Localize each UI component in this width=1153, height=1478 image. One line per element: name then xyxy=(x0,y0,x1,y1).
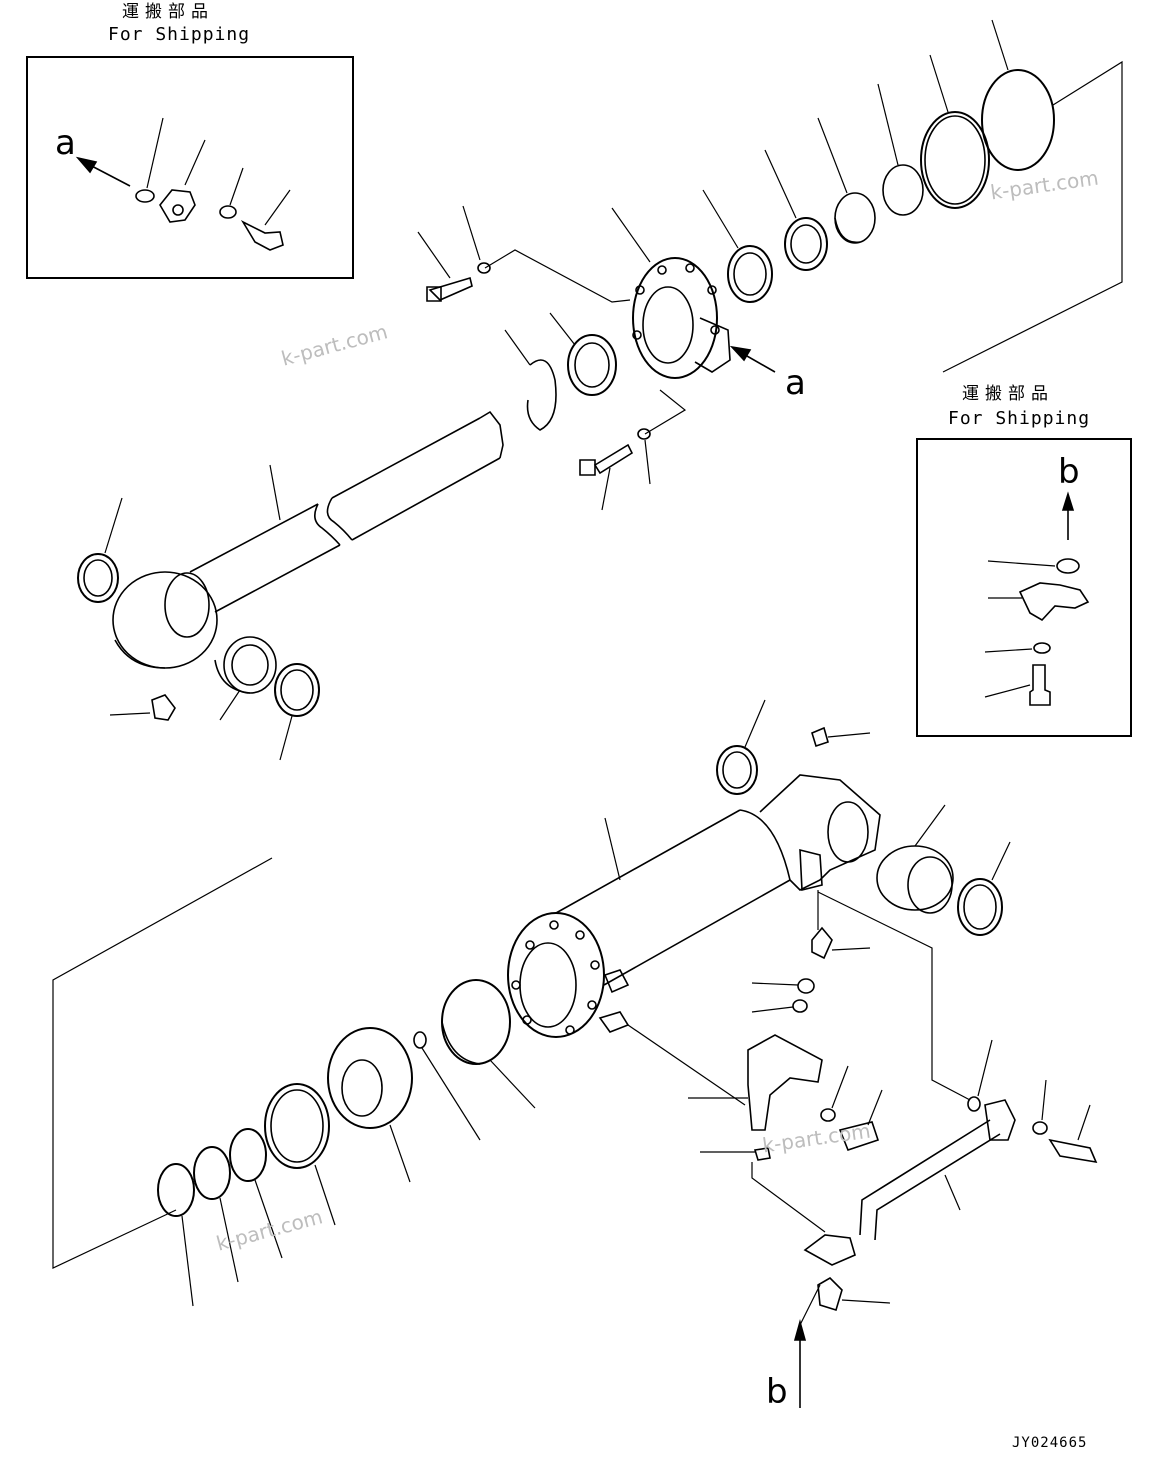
callout-b-inset: b xyxy=(1058,452,1080,492)
piston-rod xyxy=(78,412,503,760)
shipping-label-jp-b: 運搬部品 xyxy=(962,384,1054,404)
callout-a-inset: a xyxy=(55,123,76,163)
shipping-label-jp-a: 運搬部品 xyxy=(122,2,214,22)
callout-a-head: a xyxy=(785,363,806,403)
pipe-assembly xyxy=(688,892,1096,1408)
drawing-code: JY024665 xyxy=(1012,1435,1088,1451)
shipping-label-en-a: For Shipping xyxy=(108,24,251,45)
shipping-label-en-b: For Shipping xyxy=(948,408,1091,429)
inset-box-a xyxy=(27,57,353,278)
cylinder-tube xyxy=(53,700,1010,1306)
cylinder-head xyxy=(418,20,1122,510)
inset-box-b xyxy=(917,439,1131,736)
callout-b-pipe: b xyxy=(766,1372,788,1412)
